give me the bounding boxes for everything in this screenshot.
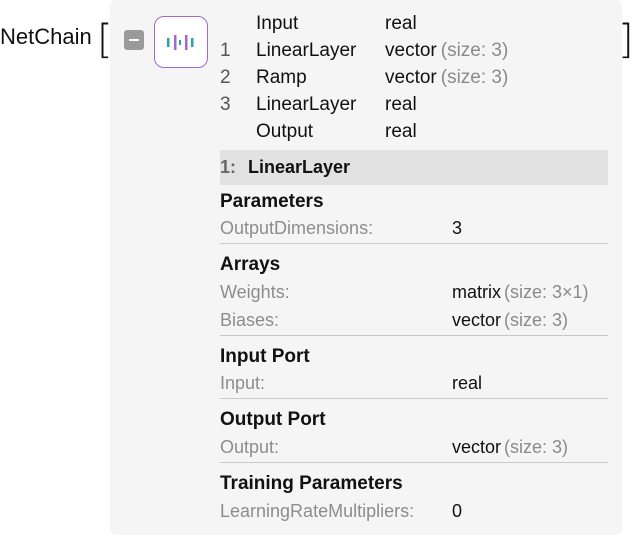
selected-layer-header: 1: LinearLayer — [220, 150, 608, 185]
layer-name: LinearLayer — [256, 94, 357, 115]
port-row: Input: real — [220, 369, 608, 397]
divider — [220, 335, 608, 336]
section-training-title: Training Parameters — [220, 473, 403, 494]
section-input-port-title: Input Port — [220, 346, 310, 367]
open-bracket: [ — [97, 17, 113, 63]
port-key: Output: — [220, 437, 280, 457]
port-value: vector(size: 3) — [452, 437, 569, 457]
training-row: LearningRateMultipliers: 0 — [220, 497, 608, 525]
array-key: Weights: — [220, 282, 290, 302]
chain-output-type: real — [385, 121, 417, 142]
selected-layer-name: LinearLayer — [248, 157, 351, 177]
param-row: OutputDimensions: 3 — [220, 214, 608, 242]
array-size: (size: 3×1) — [504, 282, 589, 302]
section-output-port-title: Output Port — [220, 409, 326, 430]
divider — [220, 243, 608, 244]
port-row: Output: vector(size: 3) — [220, 433, 608, 461]
minus-box-icon — [129, 39, 139, 41]
netchain-head: NetChain — [0, 24, 92, 49]
layer-output-type: vector(size: 3) — [385, 67, 509, 88]
training-value: 0 — [452, 501, 463, 521]
array-row: Weights: matrix(size: 3×1) — [220, 278, 608, 306]
section-parameters-title: Parameters — [220, 191, 324, 212]
divider — [220, 462, 608, 463]
param-key: OutputDimensions: — [220, 218, 374, 238]
chain-input-label: Input — [256, 13, 299, 34]
layer-size: (size: 3) — [440, 40, 509, 61]
layer-number: 3 — [220, 94, 231, 115]
array-value: matrix(size: 3×1) — [452, 282, 589, 302]
port-key: Input: — [220, 373, 266, 393]
array-value: vector(size: 3) — [452, 310, 569, 330]
array-key: Biases: — [220, 310, 280, 330]
selected-layer-number: 1: — [220, 157, 237, 177]
port-size: (size: 3) — [504, 437, 569, 457]
layer-number: 1 — [220, 40, 231, 61]
param-value: 3 — [452, 218, 463, 238]
section-arrays-title: Arrays — [220, 254, 281, 275]
array-size: (size: 3) — [504, 310, 569, 330]
layer-name: Ramp — [256, 67, 307, 88]
layer-size: (size: 3) — [440, 67, 509, 88]
chain-output-label: Output — [256, 121, 314, 142]
port-value: real — [452, 373, 483, 393]
training-key: LearningRateMultipliers: — [220, 501, 415, 521]
layer-output-type: vector(size: 3) — [385, 40, 509, 61]
layer-number: 2 — [220, 67, 231, 88]
netchain-panel: Input real 1 LinearLayer vector(size: 3)… — [110, 0, 622, 535]
netchain-icon[interactable] — [154, 16, 208, 68]
collapse-button[interactable] — [124, 30, 144, 50]
layer-name: LinearLayer — [256, 40, 357, 61]
array-row: Biases: vector(size: 3) — [220, 306, 608, 334]
divider — [220, 398, 608, 399]
layer-output-type: real — [385, 94, 417, 115]
chain-input-type: real — [385, 13, 417, 34]
